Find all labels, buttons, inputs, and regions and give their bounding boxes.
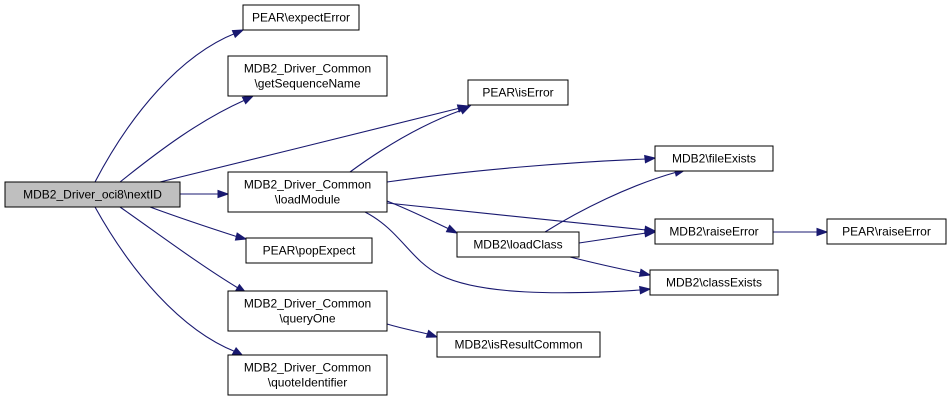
edge-nextID-to-quoteIdentifier bbox=[94, 206, 245, 357]
node-label-line: MDB2\classExists bbox=[666, 276, 762, 290]
node-isError[interactable]: PEAR\isError bbox=[467, 79, 569, 106]
arrowhead-icon bbox=[234, 232, 248, 241]
arrowhead-icon bbox=[445, 224, 459, 234]
arrowhead-icon bbox=[638, 268, 652, 277]
node-label-line: MDB2_Driver_oci8\nextID bbox=[23, 188, 162, 202]
node-label-line: \quoteIdentifier bbox=[268, 376, 347, 390]
node-label-line: MDB2\fileExists bbox=[672, 152, 756, 166]
edge-nextID-to-getSequenceName bbox=[119, 95, 255, 183]
node-queryOne[interactable]: MDB2_Driver_Common\queryOne bbox=[227, 290, 388, 332]
node-label-line: PEAR\expectError bbox=[252, 11, 350, 25]
arrowhead-icon bbox=[639, 285, 652, 295]
node-raiseErrorMDB2[interactable]: MDB2\raiseError bbox=[654, 218, 774, 245]
node-nextID[interactable]: MDB2_Driver_oci8\nextID bbox=[4, 181, 181, 208]
node-classExists[interactable]: MDB2\classExists bbox=[649, 269, 779, 296]
edge-nextID-to-queryOne bbox=[119, 206, 248, 294]
edge-nextID-to-popExpect bbox=[149, 206, 248, 241]
node-label-line: MDB2_Driver_Common bbox=[244, 62, 371, 76]
node-loadModule[interactable]: MDB2_Driver_Common\loadModule bbox=[227, 171, 388, 213]
arrowhead-icon bbox=[231, 29, 245, 39]
node-label-line: PEAR\raiseError bbox=[842, 225, 931, 239]
call-edges bbox=[94, 29, 829, 357]
node-raiseErrorPEAR[interactable]: PEAR\raiseError bbox=[826, 218, 947, 245]
edge-queryOne-to-isResultCommon bbox=[386, 323, 439, 338]
edge-loadModule-to-loadClass bbox=[386, 200, 459, 234]
edge-loadClass-to-raiseErrorMDB2 bbox=[578, 228, 657, 244]
edge-loadModule-to-classExists bbox=[364, 211, 652, 295]
node-label-line: MDB2_Driver_Common bbox=[244, 297, 371, 311]
arrowhead-icon bbox=[644, 154, 657, 164]
arrowhead-icon bbox=[458, 105, 472, 115]
arrowhead-icon bbox=[644, 228, 657, 238]
edge-nextID-to-isError bbox=[159, 104, 470, 183]
node-label-line: MDB2\raiseError bbox=[669, 225, 758, 239]
node-label-line: \loadModule bbox=[275, 193, 341, 207]
node-fileExists[interactable]: MDB2\fileExists bbox=[654, 145, 774, 172]
node-label-line: MDB2\isResultCommon bbox=[454, 338, 582, 352]
edge-loadModule-to-fileExists bbox=[386, 154, 657, 183]
arrowhead-icon bbox=[816, 227, 829, 237]
node-loadClass[interactable]: MDB2\loadClass bbox=[456, 231, 580, 258]
node-label-line: MDB2_Driver_Common bbox=[244, 178, 371, 192]
edge-raiseErrorMDB2-to-raiseErrorPEAR bbox=[773, 227, 829, 237]
arrowhead-icon bbox=[425, 329, 439, 338]
edge-nextID-to-expectError bbox=[94, 29, 245, 183]
node-isResultCommon[interactable]: MDB2\isResultCommon bbox=[436, 331, 601, 358]
arrowhead-icon bbox=[217, 189, 230, 199]
node-label-line: \queryOne bbox=[279, 312, 335, 326]
edge-loadClass-to-classExists bbox=[569, 256, 652, 277]
edge-loadModule-to-isError bbox=[349, 105, 472, 173]
edge-nextID-to-loadModule bbox=[180, 189, 230, 199]
node-label-line: \getSequenceName bbox=[254, 77, 360, 91]
arrowhead-icon bbox=[241, 95, 255, 105]
call-nodes: MDB2_Driver_oci8\nextID PEAR\expectErrorM… bbox=[4, 4, 947, 396]
node-popExpect[interactable]: PEAR\popExpect bbox=[245, 237, 373, 264]
node-getSequenceName[interactable]: MDB2_Driver_Common\getSequenceName bbox=[227, 55, 388, 97]
node-label-line: MDB2\loadClass bbox=[473, 238, 562, 252]
node-label-line: PEAR\popExpect bbox=[263, 244, 356, 258]
node-label-line: PEAR\isError bbox=[482, 86, 553, 100]
node-label-line: MDB2_Driver_Common bbox=[244, 361, 371, 375]
node-expectError[interactable]: PEAR\expectError bbox=[242, 4, 360, 31]
node-quoteIdentifier[interactable]: MDB2_Driver_Common\quoteIdentifier bbox=[227, 354, 388, 396]
